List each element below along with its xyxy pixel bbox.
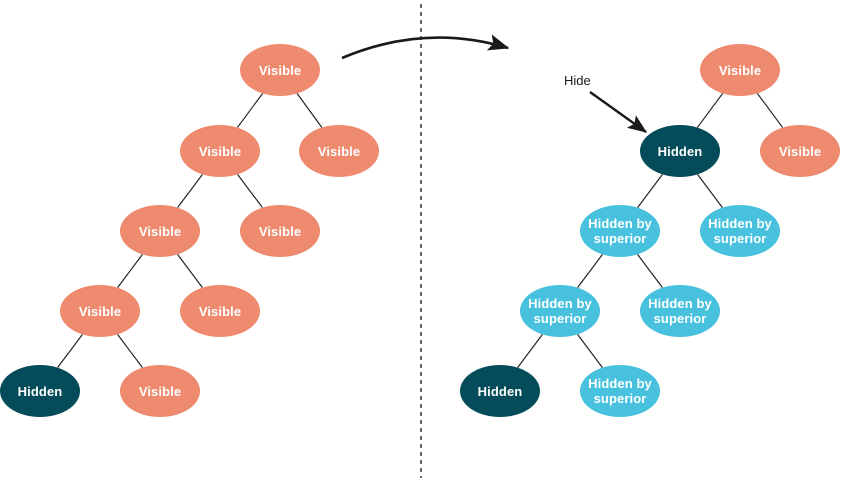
tree-node-left-l1a[interactable]: Visible [180,125,260,177]
tree-node-right-r1b[interactable]: Visible [760,125,840,177]
tree-node-right-r3a[interactable]: Hidden by superior [520,285,600,337]
tree-node-left-l4b[interactable]: Visible [120,365,200,417]
tree-node-left-l3a[interactable]: Visible [60,285,140,337]
tree-node-right-r3b[interactable]: Hidden by superior [640,285,720,337]
tree-node-right-r2b[interactable]: Hidden by superior [700,205,780,257]
tree-node-right-r2a[interactable]: Hidden by superior [580,205,660,257]
tree-node-right-r1a[interactable]: Hidden [640,125,720,177]
tree-node-left-l4a[interactable]: Hidden [0,365,80,417]
tree-node-right-r4a[interactable]: Hidden [460,365,540,417]
tree-node-left-l2a[interactable]: Visible [120,205,200,257]
tree-node-right-r4b[interactable]: Hidden by superior [580,365,660,417]
tree-node-left-l2b[interactable]: Visible [240,205,320,257]
hide-label: Hide [564,73,591,88]
tree-node-left-l0[interactable]: Visible [240,44,320,96]
tree-node-left-l3b[interactable]: Visible [180,285,260,337]
tree-node-right-r0[interactable]: Visible [700,44,780,96]
tree-node-left-l1b[interactable]: Visible [299,125,379,177]
